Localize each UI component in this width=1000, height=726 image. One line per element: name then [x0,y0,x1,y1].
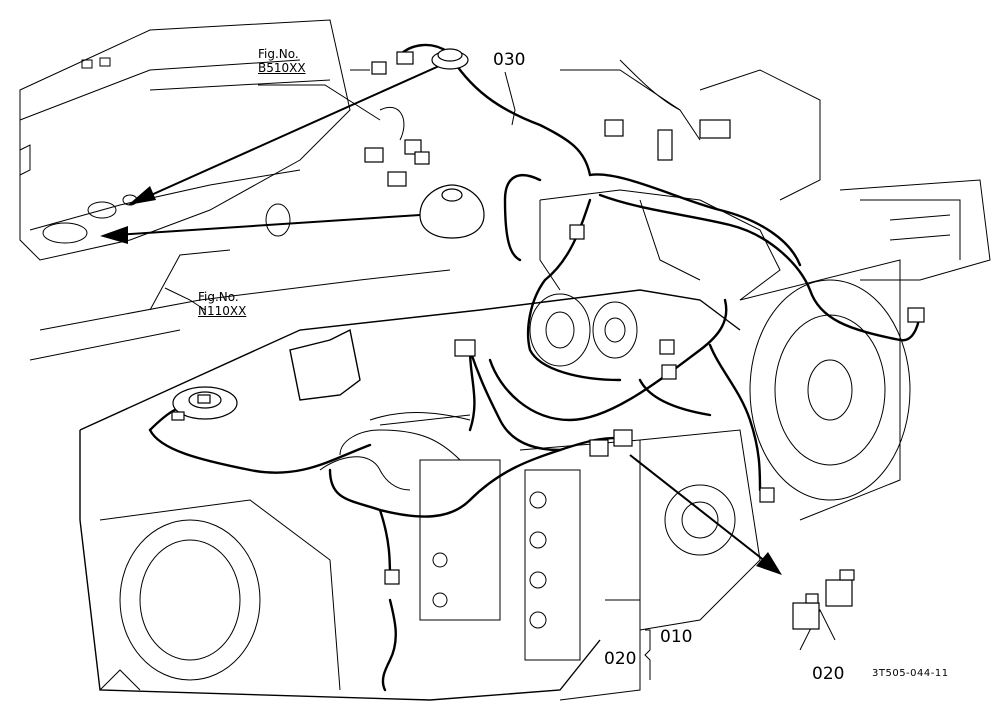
fig-ref-code: B510XX [258,61,306,75]
arrow-icon [128,186,156,205]
arrow-icon [756,552,782,575]
floor-panel [19,19,451,361]
fig-ref-b510xx: Fig.No. B510XX [258,47,306,75]
fig-ref-label: Fig.No. [258,47,299,61]
arrow-icon [100,226,128,244]
part-label-020-right: 020 [812,664,845,684]
wire-harness [148,43,922,692]
connector-icon [364,51,925,630]
part-label-010: 010 [660,627,693,647]
part-label-030: 030 [493,50,526,70]
pointer-arrows [100,61,782,575]
grommet-icon [419,48,485,239]
fig-ref-label: Fig.No. [198,290,239,304]
fig-ref-code: N110XX [198,304,247,318]
fig-ref-n110xx: Fig.No. N110XX [198,290,246,318]
leader-lines [164,71,836,680]
sensor-icon [171,386,238,421]
document-id: 3T505-044-11 [872,668,949,679]
transmission-housing [79,69,991,701]
part-label-020-left: 020 [604,649,637,669]
